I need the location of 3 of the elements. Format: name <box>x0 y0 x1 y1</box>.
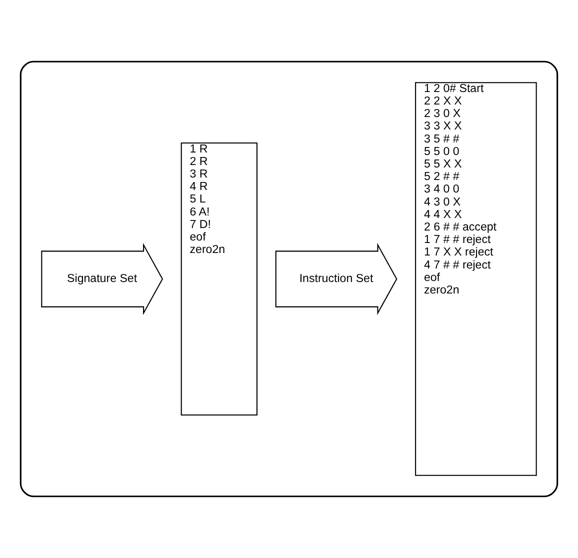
cluster <box>20 60 558 498</box>
node-box: 1 R 2 R 3 R 4 R 5 L 6 A! 7 D! eof zero2n <box>180 142 258 416</box>
node-box: 1 2 0# Start 2 2 X X 2 3 0 X 3 3 X X 3 5 # # 5 5 0 0 5 5 X X 5 2 # # 3 4 0 0 4 3 0 X 4 4 X X 2 6 # # accept 1 7 # # reject 1 7 X X reject 4 7 # # reject eof zero2n <box>415 82 537 476</box>
